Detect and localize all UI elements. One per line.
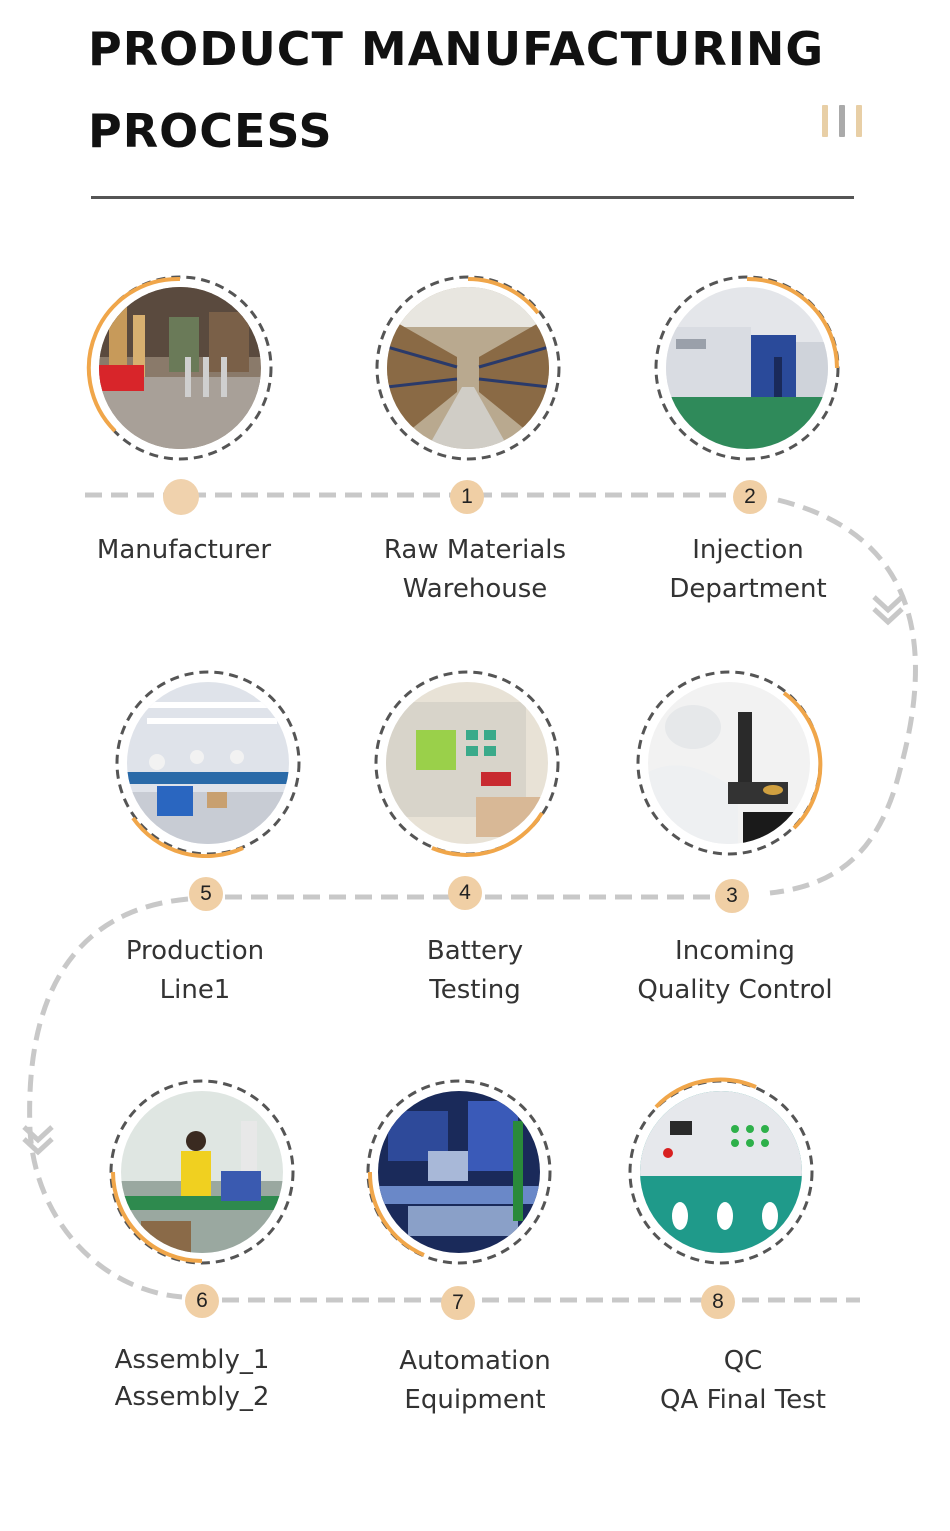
step-label-line-1: Injection <box>692 535 804 565</box>
automation-photo-frame <box>364 1077 554 1267</box>
step-label-line-2: Department <box>669 574 827 604</box>
battery-tester-image <box>386 682 548 844</box>
step-label-battery-testing: Battery Testing <box>345 932 605 1010</box>
flow-arrow-down-left <box>22 1125 54 1144</box>
step-label-line-2: Line1 <box>159 975 231 1005</box>
incoming-qc-photo-frame <box>634 668 824 858</box>
step-label-line-1: Automation <box>399 1346 551 1376</box>
step-marker-5: 5 <box>189 877 223 911</box>
page-title-line-2: PROCESS <box>88 104 333 158</box>
flow-arrow-down-right <box>872 607 904 626</box>
step-label-line-2: Quality Control <box>637 975 833 1005</box>
step-marker-4: 4 <box>448 876 482 910</box>
photo-ring <box>86 275 273 461</box>
step-label-line-1: Battery <box>426 936 524 966</box>
production-line-photo-frame <box>113 668 303 858</box>
step-label-production-line: Production Line1 <box>65 932 325 1010</box>
decorative-bars-icon <box>822 105 864 139</box>
photo-ring <box>115 670 301 858</box>
production-line-image <box>127 682 289 844</box>
photo-ring <box>366 1079 552 1265</box>
photo-ring <box>109 1079 295 1265</box>
step-label-qc: QC QA Final Test <box>613 1342 873 1420</box>
step-label-automation: Automation Equipment <box>345 1342 605 1420</box>
header-divider <box>91 196 854 199</box>
step-label-line-1: QC <box>723 1346 763 1376</box>
photo-ring <box>375 275 561 461</box>
step-label-line-1: Incoming <box>675 936 795 966</box>
battery-testing-photo-frame <box>372 668 562 858</box>
step-label-line-2: Assembly_2 <box>114 1382 270 1412</box>
step-marker-8: 8 <box>701 1285 735 1319</box>
step-marker-start <box>163 479 199 515</box>
assembly-workers-image <box>121 1091 283 1253</box>
step-label-manufacturer: Manufacturer <box>54 531 314 570</box>
final-test-earbuds-image <box>640 1091 802 1253</box>
step-label-line-1: Assembly_1 <box>114 1345 270 1375</box>
photo-ring <box>636 670 823 856</box>
step-label-raw-materials: Raw Materials Warehouse <box>345 531 605 609</box>
step-label-injection: Injection Department <box>618 531 878 609</box>
step-marker-7: 7 <box>441 1286 475 1320</box>
flow-curve-right <box>769 497 918 896</box>
step-label-line-2: Equipment <box>404 1385 546 1415</box>
step-label-line-2: QA Final Test <box>660 1385 826 1415</box>
step-label-incoming-qc: Incoming Quality Control <box>605 932 865 1010</box>
injection-photo-frame <box>652 273 842 463</box>
step-label-line-2: Testing <box>429 975 521 1005</box>
step-marker-3: 3 <box>715 879 749 913</box>
step-label-assembly: Assembly_1 Assembly_2 <box>62 1342 322 1416</box>
manufacturer-photo-frame <box>85 273 275 463</box>
assembly-photo-frame <box>107 1077 297 1267</box>
warehouse-shelves-image <box>387 287 549 449</box>
photo-ring <box>374 670 560 857</box>
automation-equipment-image <box>378 1091 540 1253</box>
step-marker-1: 1 <box>450 480 484 514</box>
step-label-line-1: Manufacturer <box>96 535 272 565</box>
microscope-inspection-image <box>648 682 810 844</box>
step-label-line-2: Warehouse <box>402 574 548 604</box>
step-label-line-1: Production <box>125 936 265 966</box>
page-title-line-1: PRODUCT MANUFACTURING <box>88 22 825 76</box>
photo-ring <box>654 275 840 461</box>
step-marker-2: 2 <box>733 480 767 514</box>
final-test-photo-frame <box>626 1077 816 1267</box>
photo-ring <box>628 1077 814 1265</box>
step-marker-6: 6 <box>185 1284 219 1318</box>
step-label-line-1: Raw Materials <box>383 535 567 565</box>
warehouse-photo-frame <box>373 273 563 463</box>
flow-arrow-down-left <box>22 1137 54 1156</box>
manufacturer-lobby-image <box>99 287 261 449</box>
injection-machines-image <box>666 287 828 449</box>
flow-arrow-down-right <box>872 595 904 614</box>
